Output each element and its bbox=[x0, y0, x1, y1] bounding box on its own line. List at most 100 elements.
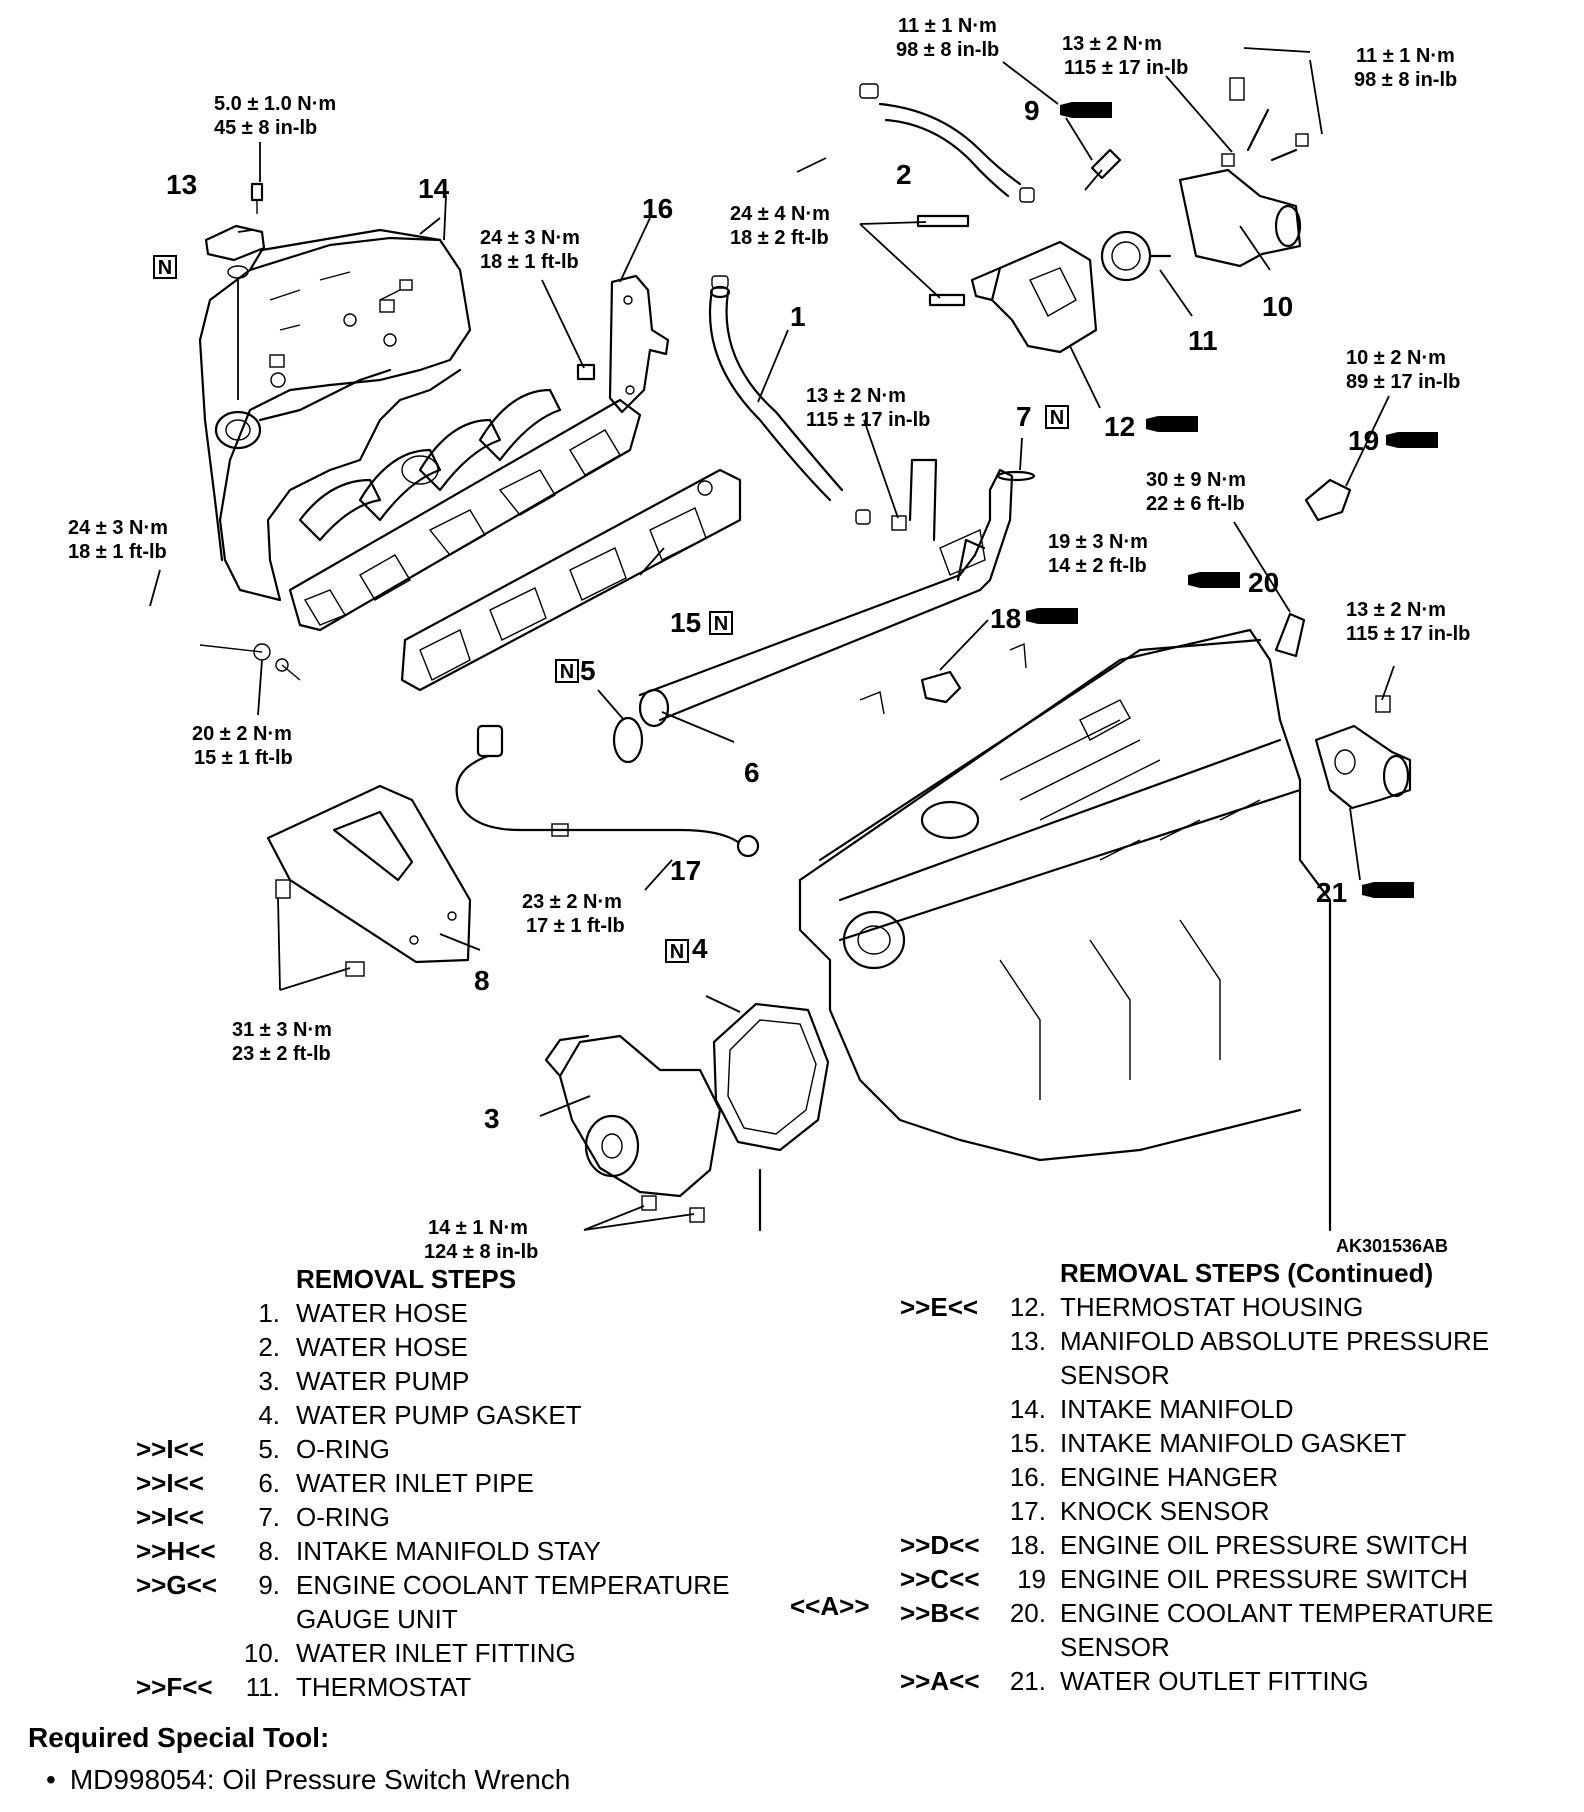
removal-step: >>D<<18.ENGINE OIL PRESSURE SWITCH bbox=[870, 1528, 1570, 1562]
torque-10b-nm: 11 ± 1 N·m bbox=[1356, 45, 1455, 67]
step-number: 7. bbox=[258, 1502, 280, 1532]
step-text: WATER INLET FITTING bbox=[296, 1638, 576, 1668]
callout-17: 17 bbox=[670, 855, 701, 886]
svg-text:N: N bbox=[560, 661, 574, 683]
removal-step: 14. INTAKE MANIFOLD bbox=[870, 1392, 1570, 1426]
special-tool-heading: Required Special Tool: bbox=[28, 1722, 330, 1753]
step-service-mark: >>F<< bbox=[136, 1672, 213, 1702]
step-text: ENGINE OIL PRESSURE SWITCH bbox=[1060, 1564, 1468, 1594]
torque-6-in: 115 ± 17 in-lb bbox=[806, 409, 930, 431]
torque-13-nm: 5.0 ± 1.0 N·m bbox=[214, 93, 336, 115]
callout-4: 4 bbox=[692, 933, 708, 964]
n-mark-4: N bbox=[665, 939, 689, 963]
removal-step: >>F<<11.THERMOSTAT bbox=[130, 1670, 770, 1704]
water-hose-1 bbox=[708, 275, 871, 525]
step-number: 16. bbox=[1009, 1462, 1046, 1492]
torque-17-nm: 23 ± 2 N·m bbox=[522, 891, 622, 913]
step-text: WATER PUMP GASKET bbox=[296, 1400, 582, 1430]
step-number: 18. bbox=[1009, 1530, 1046, 1560]
step-number: 8. bbox=[258, 1536, 280, 1566]
map-sensor bbox=[204, 182, 266, 400]
step-text: INTAKE MANIFOLD GASKET bbox=[1060, 1428, 1407, 1458]
removal-step: >>A<< 21. WATER OUTLET FITTING bbox=[870, 1664, 1570, 1698]
torque-10-in: 115 ± 17 in-lb bbox=[1064, 57, 1188, 79]
removal-steps-continued-heading: REMOVAL STEPS (Continued) bbox=[1060, 1258, 1434, 1288]
svg-text:N: N bbox=[670, 941, 684, 963]
callout-6: 6 bbox=[744, 757, 760, 788]
knock-sensor bbox=[455, 724, 760, 858]
removal-step: 10. WATER INLET FITTING bbox=[130, 1636, 770, 1670]
callout-9: 9 bbox=[1024, 95, 1040, 126]
step-number: 12. bbox=[1009, 1292, 1046, 1322]
thermostat-housing bbox=[916, 214, 1098, 354]
removal-steps-right: REMOVAL STEPS (Continued) >>E<<12.THERMO… bbox=[870, 1256, 1570, 1698]
torque-15-ft: 15 ± 1 ft-lb bbox=[194, 747, 293, 769]
removal-step: 15. INTAKE MANIFOLD GASKET bbox=[870, 1426, 1570, 1460]
torque-16-ft: 18 ± 1 ft-lb bbox=[480, 251, 579, 273]
step-number: 21. bbox=[1009, 1666, 1046, 1696]
torque-19-nm: 10 ± 2 N·m bbox=[1346, 347, 1446, 369]
coolant-temp-gauge-unit bbox=[1084, 148, 1122, 191]
step-text: MANIFOLD ABSOLUTE PRESSURE bbox=[1060, 1326, 1490, 1356]
removal-step: 13.MANIFOLD ABSOLUTE PRESSURE bbox=[870, 1324, 1570, 1358]
step-number: 15. bbox=[1009, 1428, 1046, 1458]
service-arrow-20 bbox=[1188, 572, 1240, 588]
step-text: ENGINE COOLANT TEMPERATURE bbox=[296, 1570, 730, 1600]
step-text: O-RING bbox=[296, 1502, 390, 1532]
engine-hanger bbox=[576, 274, 670, 414]
step-number: 3. bbox=[258, 1366, 280, 1396]
step-number: 14. bbox=[1009, 1394, 1046, 1424]
water-pump-gasket bbox=[712, 1002, 830, 1152]
removal-step: 4.WATER PUMP GASKET bbox=[130, 1398, 770, 1432]
callout-7: 7 bbox=[1016, 401, 1032, 432]
step-number: 9. bbox=[258, 1570, 280, 1600]
torque-21-nm: 13 ± 2 N·m bbox=[1346, 599, 1446, 621]
removal-step: >>I<<6.WATER INLET PIPE bbox=[130, 1466, 770, 1500]
step-number: 1. bbox=[258, 1298, 280, 1328]
step-text: WATER INLET PIPE bbox=[296, 1468, 534, 1498]
torque-15-nm: 20 ± 2 N·m bbox=[192, 723, 292, 745]
step-text: WATER OUTLET FITTING bbox=[1060, 1666, 1369, 1696]
step-text: ENGINE HANGER bbox=[1060, 1462, 1279, 1492]
callout-10: 10 bbox=[1262, 291, 1293, 322]
torque-20-ft: 22 ± 6 ft-lb bbox=[1146, 493, 1245, 515]
step-number: 2. bbox=[258, 1332, 280, 1362]
removal-step: SENSOR bbox=[870, 1358, 1570, 1392]
removal-step: 16. ENGINE HANGER bbox=[870, 1460, 1570, 1494]
removal-step: >>E<<12.THERMOSTAT HOUSING bbox=[870, 1290, 1570, 1324]
step-service-mark: >>A<< bbox=[900, 1666, 980, 1696]
special-tool-item: •MD998054: Oil Pressure Switch Wrench bbox=[46, 1764, 570, 1796]
n-mark-7: N bbox=[1045, 405, 1069, 429]
callout-8: 8 bbox=[474, 965, 490, 996]
removal-step: >>I<< 7. O-RING bbox=[130, 1500, 770, 1534]
o-ring-5 bbox=[612, 716, 644, 764]
step-service-mark: >>I<< bbox=[136, 1434, 204, 1464]
service-point-reference: <<A>> bbox=[790, 1591, 870, 1621]
torque-12-nm: 24 ± 4 N·m bbox=[730, 203, 830, 225]
step-text: SENSOR bbox=[1060, 1360, 1170, 1390]
step-text: ENGINE OIL PRESSURE SWITCH bbox=[1060, 1530, 1468, 1560]
exploded-parts-diagram: N N N N N 1 2 3 4 5 6 7 8 9 10 11 12 13 … bbox=[68, 15, 1470, 1260]
step-text: INTAKE MANIFOLD bbox=[1060, 1394, 1294, 1424]
torque-18-ft: 14 ± 2 ft-lb bbox=[1048, 555, 1147, 577]
step-service-mark: >>I<< bbox=[136, 1502, 204, 1532]
water-hose-2 bbox=[859, 83, 1035, 203]
svg-text:N: N bbox=[714, 613, 728, 635]
removal-step: 3.WATER PUMP bbox=[130, 1364, 770, 1398]
step-number: 11. bbox=[245, 1672, 280, 1702]
step-number: 10. bbox=[243, 1638, 280, 1668]
torque-20-nm: 30 ± 9 N·m bbox=[1146, 469, 1246, 491]
intake-manifold-gasket bbox=[400, 468, 742, 692]
water-outlet-fitting bbox=[1314, 695, 1412, 810]
step-number: 5. bbox=[258, 1434, 280, 1464]
callout-12: 12 bbox=[1104, 411, 1135, 442]
service-arrow-19 bbox=[1386, 432, 1438, 448]
step-service-mark: >>B<< bbox=[900, 1598, 980, 1628]
torque-3-in: 124 ± 8 in-lb bbox=[424, 1241, 538, 1260]
step-service-mark: >>G<< bbox=[136, 1570, 217, 1600]
callout-19: 19 bbox=[1348, 425, 1379, 456]
torque-12-ft: 18 ± 2 ft-lb bbox=[730, 227, 829, 249]
removal-steps-heading: REMOVAL STEPS bbox=[296, 1264, 517, 1294]
